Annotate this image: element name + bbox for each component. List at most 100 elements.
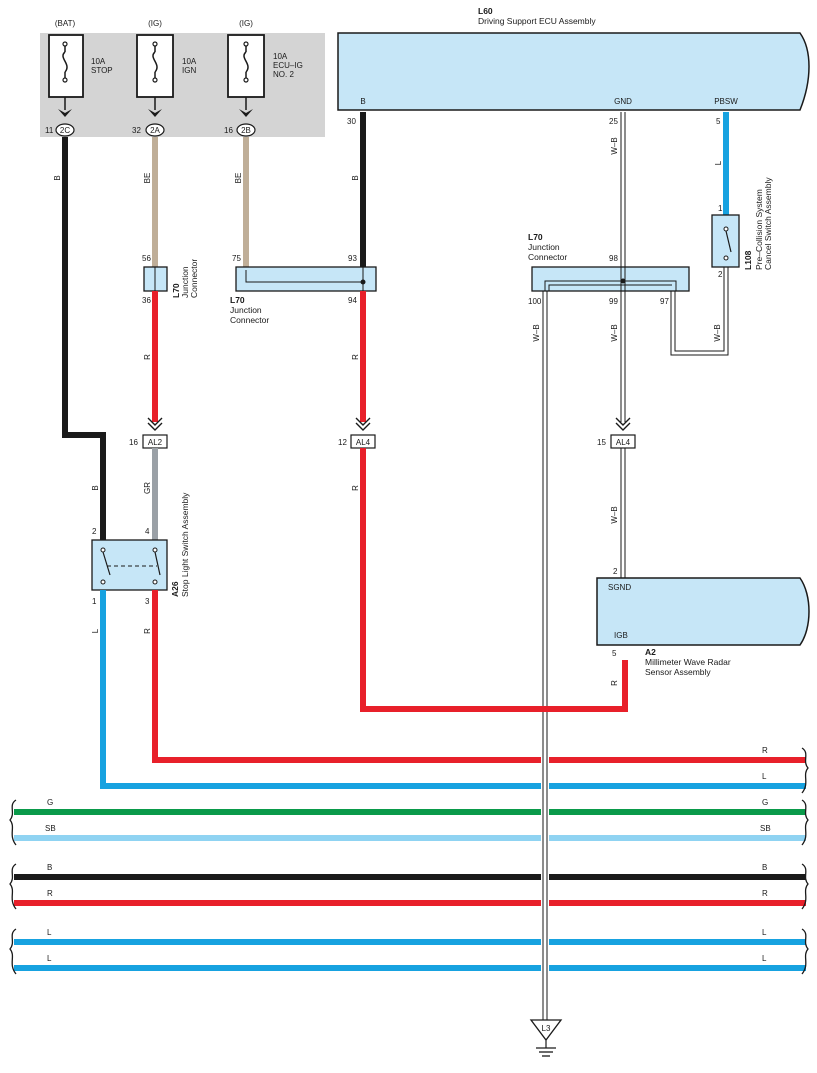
fuse-box [40,33,325,137]
bus-label-r: R [47,889,53,898]
ecu-term-pbsw: PBSW [714,97,738,106]
junction-mid-pin-75: 75 [232,254,241,263]
junction-right-pin-99: 99 [609,297,618,306]
stop-light-switch: 2 4 1 3 A26 Stop Light Switch Assembly [91,492,190,606]
wire-label-wb: W–B [610,324,619,341]
junction-left-pin-in: 56 [142,254,151,263]
bus-label-l: L [762,928,767,937]
ground-label: L3 [542,1024,551,1033]
bus-label-l: L [762,954,767,963]
ecu-pin-30: 30 [347,117,356,126]
fuse-ign-name: IGN [182,66,196,75]
fuse-ign-rating: 10A [182,57,197,66]
radar-igb: IGB [614,631,628,640]
stop-switch-name: Stop Light Switch Assembly [180,492,190,597]
wire-l-bus [100,590,806,789]
stop-switch-id: A26 [170,581,180,597]
bus-label-l: L [47,928,52,937]
l108-pin-2: 2 [718,270,723,279]
wire-r-igb [360,448,628,712]
ecu-l60: L60 Driving Support ECU Assembly B GND P… [337,6,810,126]
junction-mid-line2: Connector [230,315,269,325]
wire-label-gr: GR [143,482,152,494]
connector-al4-b-name: AL4 [616,438,631,447]
bus-label-r: R [762,746,768,755]
l108-line1: Pre–Collision System [754,189,764,270]
junction-right-line1: Junction [528,242,560,252]
fuse-ecu-ig-name: ECU–IG [273,61,303,70]
wire-wb-gnd [620,112,626,267]
fuse-stop-source: (BAT) [55,19,76,28]
wire-label-wb: W–B [713,324,722,341]
ground-l3: L3 [529,1019,563,1057]
radar-sgnd: SGND [608,583,631,592]
wire-label-be: BE [234,173,243,184]
junction-left: 56 36 L70 Junction Connector [142,254,199,305]
connector-al2-pin: 16 [129,438,138,447]
connector-al4-a-name: AL4 [356,438,371,447]
stop-switch-pin-2: 2 [92,527,97,536]
fuse-stop-name: STOP [91,66,113,75]
wire-label-r: R [143,628,152,634]
fuse-ecu-ig: (IG) 10A ECU–IG NO. 2 2B 16 [224,19,303,137]
junction-left-id: L70 [171,283,181,298]
switch-icon [154,551,161,576]
junction-mid: 75 93 94 L70 Junction Connector [230,254,377,325]
wire-label-be: BE [143,173,152,184]
fuse-ign-conn: 2A [150,126,160,135]
wire-label-b: B [351,175,360,180]
connector-al4-a-pin: 12 [338,438,347,447]
wire-wb-99 [620,291,626,422]
l108-id: L108 [743,250,753,270]
wire-label-l: L [714,160,723,165]
bus-label-g: G [47,798,53,807]
ecu-pin-5: 5 [716,117,721,126]
fuse-ign-pin: 32 [132,126,141,135]
wire-label-wb: W–B [532,324,541,341]
wire-label-l: L [91,628,100,633]
ecu-pin-25: 25 [609,117,618,126]
fuse-ecu-ig-rating: 10A [273,52,288,61]
junction-right-line2: Connector [528,252,567,262]
switch-l108: 1 2 L108 Pre–Collision System Cancel Swi… [711,177,773,279]
ecu-term-b: B [360,97,365,106]
radar-sgnd-pin: 2 [613,567,618,576]
junction-mid-pin-93: 93 [348,254,357,263]
junction-mid-id: L70 [230,295,245,305]
junction-right: L70 Junction Connector 98 100 99 97 [528,232,690,306]
continuation-brackets-right [801,747,809,975]
junction-right-pin-98: 98 [609,254,618,263]
connector-al4-b: AL4 15 [597,434,636,449]
wire-label-wb: W–B [610,137,619,154]
fuse-ecu-ig-conn: 2B [241,126,251,135]
wire-wb-sgnd [620,448,626,578]
fuse-ign: (IG) 10A IGN 2A 32 [132,19,197,137]
fuse-stop-rating: 10A [91,57,106,66]
fuse-ecu-ig-name2: NO. 2 [273,70,294,79]
junction-mid-line1: Junction [230,305,262,315]
junction-left-line2: Connector [189,259,199,298]
connector-al2-name: AL2 [148,438,163,447]
junction-left-pin-out: 36 [142,296,151,305]
fuse-icon [243,51,249,73]
wire-label-r: R [143,354,152,360]
radar-line2: Sensor Assembly [645,667,711,677]
bus-label-b: B [47,863,52,872]
fuse-icon [152,51,158,73]
ecu-id: L60 [478,6,493,16]
connector-al2: AL2 16 [129,434,168,449]
wire-label-b: B [53,175,62,180]
l108-pin-1: 1 [718,204,723,213]
stop-switch-pin-1: 1 [92,597,97,606]
fuse-ecu-ig-source: (IG) [239,19,253,28]
junction-left-line1: Junction [180,266,190,298]
bus-label-r: R [762,889,768,898]
fuse-icon [62,51,68,73]
junction-right-pin-100: 100 [528,297,542,306]
junction-right-pin-97: 97 [660,297,669,306]
bus-label-l: L [762,772,767,781]
ecu-name: Driving Support ECU Assembly [478,16,596,26]
stop-switch-pin-4: 4 [145,527,150,536]
l108-line2: Cancel Switch Assembly [763,177,773,270]
